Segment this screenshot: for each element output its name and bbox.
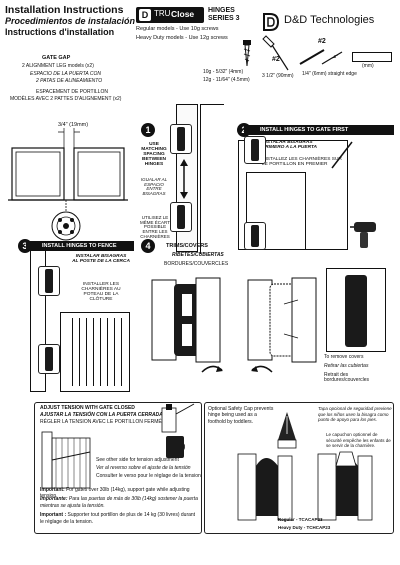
gategap-line3: ESPACIO DE LA PUERTA CON [30, 71, 102, 77]
pencil-width: 3 1/2" (90mm) [262, 73, 294, 79]
step3-text-es: INSTALAR BISAGRAS AL POSTE DE LA CERCA [72, 254, 130, 265]
step3-gate-panel [60, 312, 130, 392]
regular-models: Regular models - Use 10g screws [136, 26, 219, 32]
screwdriver-icon [262, 35, 289, 71]
safety-cap-section [204, 402, 394, 534]
title-en: Installation Instructions [5, 4, 124, 16]
step3-title: INSTALL HINGES TO FENCE POST [26, 241, 134, 259]
bit-label-1: #2 [272, 56, 280, 63]
tension-title-fr: RÉGLER LA TENSION AVEC LE PORTILLON FERM… [40, 419, 162, 425]
gategap-line2: 2 ALIGNMENT LEG models (x2) [22, 63, 94, 69]
step4-title: TRIMS/COVERS [166, 243, 208, 249]
tension-title-en: ADJUST TENSION WITH GATE CLOSED [40, 405, 135, 411]
safety-cap-hinge-right [317, 451, 373, 521]
tension-gate-diagram [41, 431, 91, 489]
step2-text-es: INSTALAR BISAGRAS PRIMERO A LA PUERTA [262, 140, 317, 151]
step4-hinge-installed [326, 268, 386, 352]
heavy-duty-models: Heavy Duty models - Use 12g screws [136, 35, 228, 41]
important-es-label: Importante: [40, 496, 68, 502]
step1-gate-panel [200, 104, 224, 254]
drill-bit-icon [321, 51, 343, 65]
step-1-number: 1 [141, 123, 155, 137]
title-es: Procedimientos de instalación [5, 16, 136, 26]
gategap-measurement: 3/4" (19mm) [58, 122, 89, 128]
safety-cap-es: Tapa opcional de seguridad previene que … [318, 406, 392, 423]
step3-post [30, 250, 46, 392]
important-fr-label: Important : [40, 512, 67, 518]
brand-tru: TRU [154, 9, 171, 18]
tension-note-fr: Consulter le verso pour le réglage de la… [96, 473, 201, 479]
tension-gate-diagram-2 [161, 403, 195, 453]
important-en-text: For gates over 30lb (14kg), support gate… [40, 487, 190, 500]
safety-cap-hinge-left [237, 453, 293, 521]
cover-rotate-arrow-right [251, 365, 273, 373]
gategap-line6: MODÈLES AVEC 2 PATTES D'ALIGNEMENT (x2) [10, 96, 122, 102]
remove-covers-es: Retirar las cubiertas [324, 363, 369, 369]
tension-section [34, 402, 202, 534]
company-name: D&D Technologies [284, 14, 375, 26]
step1-text-fr: UTILISEZ LE MÊME ÉCART POSSIBLE ENTRE LE… [140, 215, 170, 239]
safety-cap-regular-code: Regular - TCACAP23 [278, 517, 323, 522]
gategap-line4: 2 PATAS DE ALINEAMIENTO [36, 78, 103, 84]
step3-gate-slats [66, 318, 124, 386]
step2-screwdriver-icon [331, 141, 353, 169]
cover-rotate-arrow-left [201, 365, 223, 373]
bit-label-2: #2 [318, 38, 326, 45]
important-es-text: Para las puertas de más de 30lb (14kg) s… [40, 496, 198, 509]
tape-measure-icon [352, 52, 392, 62]
step1-text-es: IGUALAR AL ESPACIO ENTRE BISAGRAS [140, 177, 168, 197]
important-en-label: Important: [40, 487, 65, 493]
dd-company-logo-icon [262, 12, 280, 32]
step3-hinge-bottom [38, 344, 60, 374]
step2-hinge-top [244, 136, 266, 164]
tension-note-es: Ver al reverso sobre el ajuste de la ten… [96, 465, 191, 471]
step4-text-es: RIBETES/CUBIERTAS [172, 252, 224, 258]
step2-text-fr: INSTALLEZ LES CHARNIÈRES SUR LE PORTILLO… [262, 157, 342, 168]
remove-covers-en: To remove covers [324, 354, 364, 360]
series-line2: SERIES 3 [208, 15, 240, 22]
truclose-badge: D TRU Close [136, 7, 204, 23]
step3-hinge-top [38, 266, 60, 296]
tension-title-es: AJUSTAR LA TENSIÓN CON LA PUERTA CERRADA [40, 412, 163, 418]
step1-text-en: USE MATCHING SPACING BETWEEN HINGES [141, 142, 167, 168]
screw-12g: 12g - 11/64" (4.5mm) [203, 77, 250, 83]
step2-title: INSTALL HINGES TO GATE FIRST [244, 125, 394, 135]
tension-hinge [166, 436, 184, 458]
screw-icon [243, 40, 251, 67]
important-fr-text: Supporter tout portillon de plus de 14 k… [40, 512, 196, 525]
dd-logo-icon: D [139, 9, 151, 21]
step4-installed-body [345, 275, 367, 347]
tension-note-en: See other side for tension adjustment [96, 457, 179, 463]
important-fr: Important : Supporter tout portillon de … [40, 512, 200, 525]
screw-10g: 10g - 5/32" (4mm) [203, 69, 244, 75]
arrow-icon [180, 159, 188, 199]
important-es: Importante: Para las puertas de más de 3… [40, 496, 200, 509]
series-line1: HINGES [208, 7, 235, 14]
title-fr: Instructions d'installation [5, 27, 115, 37]
step3-text-fr: INSTALLER LES CHARNIÈRES AU POTEAU DE LA… [81, 282, 121, 303]
step4-text-fr: BORDURES/COUVERCLES [164, 261, 229, 267]
brand-close: Close [171, 9, 195, 19]
unit-mm: (mm) [362, 63, 374, 69]
gate-gap-diagram [8, 128, 128, 241]
cover-hinge-closeup-left [151, 277, 221, 363]
remove-covers-fr: Retrait des bordures/couvercles [324, 372, 370, 384]
safety-cap-icon [277, 412, 297, 449]
gategap-line5: ESPACEMENT DE PORTILLON [36, 89, 108, 95]
step1-hinge-bottom [170, 202, 192, 232]
drill-icon [350, 222, 376, 248]
step1-hinge-top [170, 124, 192, 154]
safety-cap-fr: Le capuchon optionnel de sécurité empêch… [326, 432, 391, 449]
cover-hinge-closeup-right [247, 277, 317, 363]
important-en: Important: For gates over 30lb (14kg), s… [40, 487, 200, 500]
gategap-line1: GATE GAP [42, 55, 71, 61]
step-4-number: 4 [141, 239, 155, 253]
safety-cap-heavy-code: Heavy Duty - TCHCAP23 [278, 525, 331, 530]
step2-hinge-bottom [244, 222, 266, 250]
pencil-icon [299, 49, 325, 65]
safety-cap-en: Optional Safety Cap prevents hinge being… [208, 406, 274, 425]
step2-gate-inner [246, 172, 306, 250]
drill-size: 1/4" (6mm) straight edge [302, 71, 357, 77]
